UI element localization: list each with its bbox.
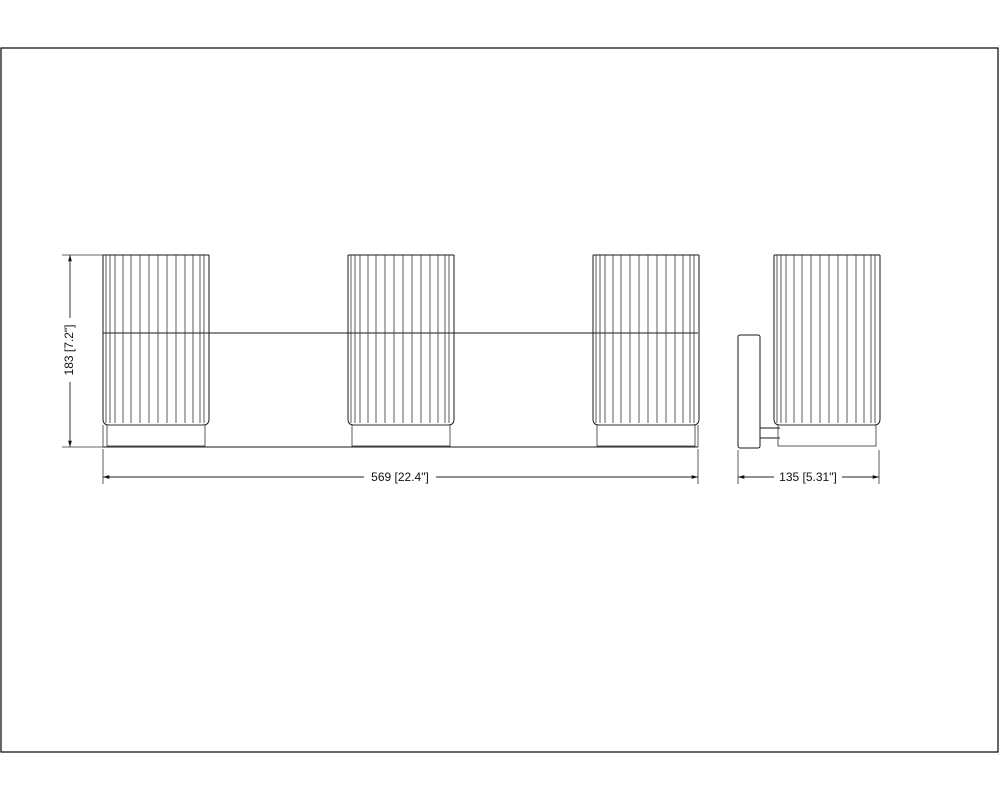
- front-shade-3: [592, 254, 700, 447]
- shade-base-holder: [351, 424, 451, 447]
- shade-base-holder: [106, 424, 206, 447]
- depth-dimension-label: 135 [5.31"]: [779, 470, 837, 484]
- side-view: [737, 254, 881, 449]
- front-shade-2: [347, 254, 455, 447]
- dimension-depth: 135 [5.31"]: [737, 450, 880, 484]
- height-dimension-label: 183 [7.2"]: [62, 325, 76, 376]
- shade-base-holder: [777, 424, 877, 447]
- side-wall-plate: [737, 334, 761, 449]
- front-shade-1: [102, 254, 210, 447]
- drawing-frame: [0, 47, 999, 753]
- front-view: [102, 254, 700, 448]
- side-shade: [773, 254, 881, 447]
- shade-base-holder: [596, 424, 696, 447]
- dimension-height: 183 [7.2"]: [62, 254, 103, 448]
- dimension-width: 569 [22.4"]: [102, 449, 699, 484]
- width-dimension-label: 569 [22.4"]: [371, 470, 429, 484]
